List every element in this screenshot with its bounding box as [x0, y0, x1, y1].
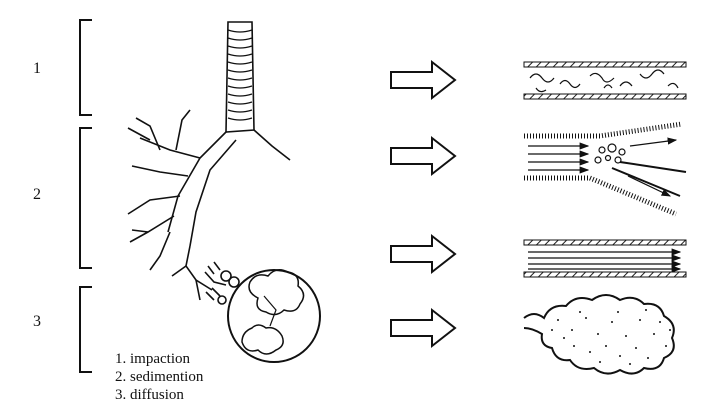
alveoli-magnified-icon	[228, 270, 320, 362]
mechanism-legend: 1. impaction 2. sedimention 3. diffusion	[115, 350, 203, 404]
arrow-right-icon	[391, 138, 455, 174]
legend-item-sedimention: 2. sedimention	[115, 368, 203, 386]
airway-bifurcation-sedimentation	[524, 124, 686, 214]
alveoli-cluster-icon	[524, 295, 674, 374]
arrow-right-icon	[391, 236, 455, 272]
legend-item-impaction: 1. impaction	[115, 350, 203, 368]
legend-item-diffusion: 3. diffusion	[115, 386, 203, 404]
bracket-region-2	[80, 128, 92, 268]
airway-tube-laminar	[524, 240, 686, 277]
arrow-right-icon	[391, 310, 455, 346]
arrow-right-icon	[391, 62, 455, 98]
airway-tube-impaction	[524, 62, 686, 99]
bracket-region-1	[80, 20, 92, 115]
respiratory-tree-icon	[128, 22, 290, 304]
bracket-region-3	[80, 287, 92, 372]
